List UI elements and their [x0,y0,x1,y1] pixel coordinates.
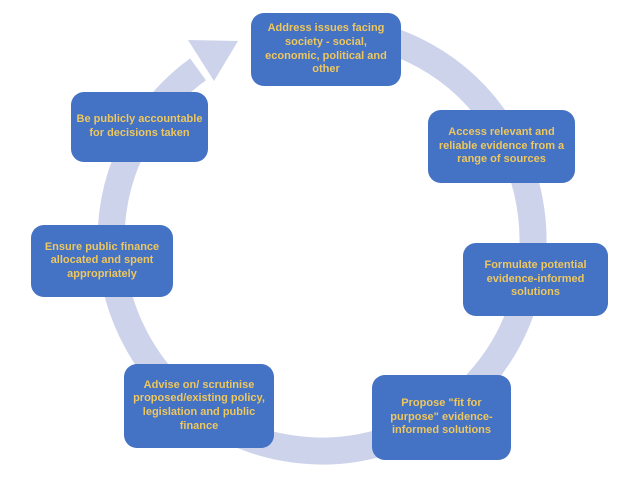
step-box-ensure-finance: Ensure public finance allocated and spen… [31,225,173,297]
step-label: Be publicly accountable for decisions ta… [76,113,203,139]
step-label: Advise on/ scrutinise proposed/existing … [133,378,265,432]
step-label: Propose "fit for purpose" evidence-infor… [390,397,493,437]
step-box-propose-solutions: Propose "fit for purpose" evidence-infor… [372,375,511,460]
step-box-be-accountable: Be publicly accountable for decisions ta… [71,92,208,162]
step-label: Access relevant and reliable evidence fr… [438,126,565,166]
step-label: Ensure public finance allocated and spen… [44,240,160,280]
step-box-advise-scrutinise: Advise on/ scrutinise proposed/existing … [124,364,274,448]
step-label: Address issues facing society - social, … [265,22,387,76]
step-label: Formulate potential evidence-informed so… [484,259,587,299]
circular-arrow-head [188,40,238,81]
step-box-formulate-solutions: Formulate potential evidence-informed so… [463,243,608,316]
step-box-address-issues: Address issues facing society - social, … [251,13,401,86]
step-box-access-evidence: Access relevant and reliable evidence fr… [428,110,575,183]
